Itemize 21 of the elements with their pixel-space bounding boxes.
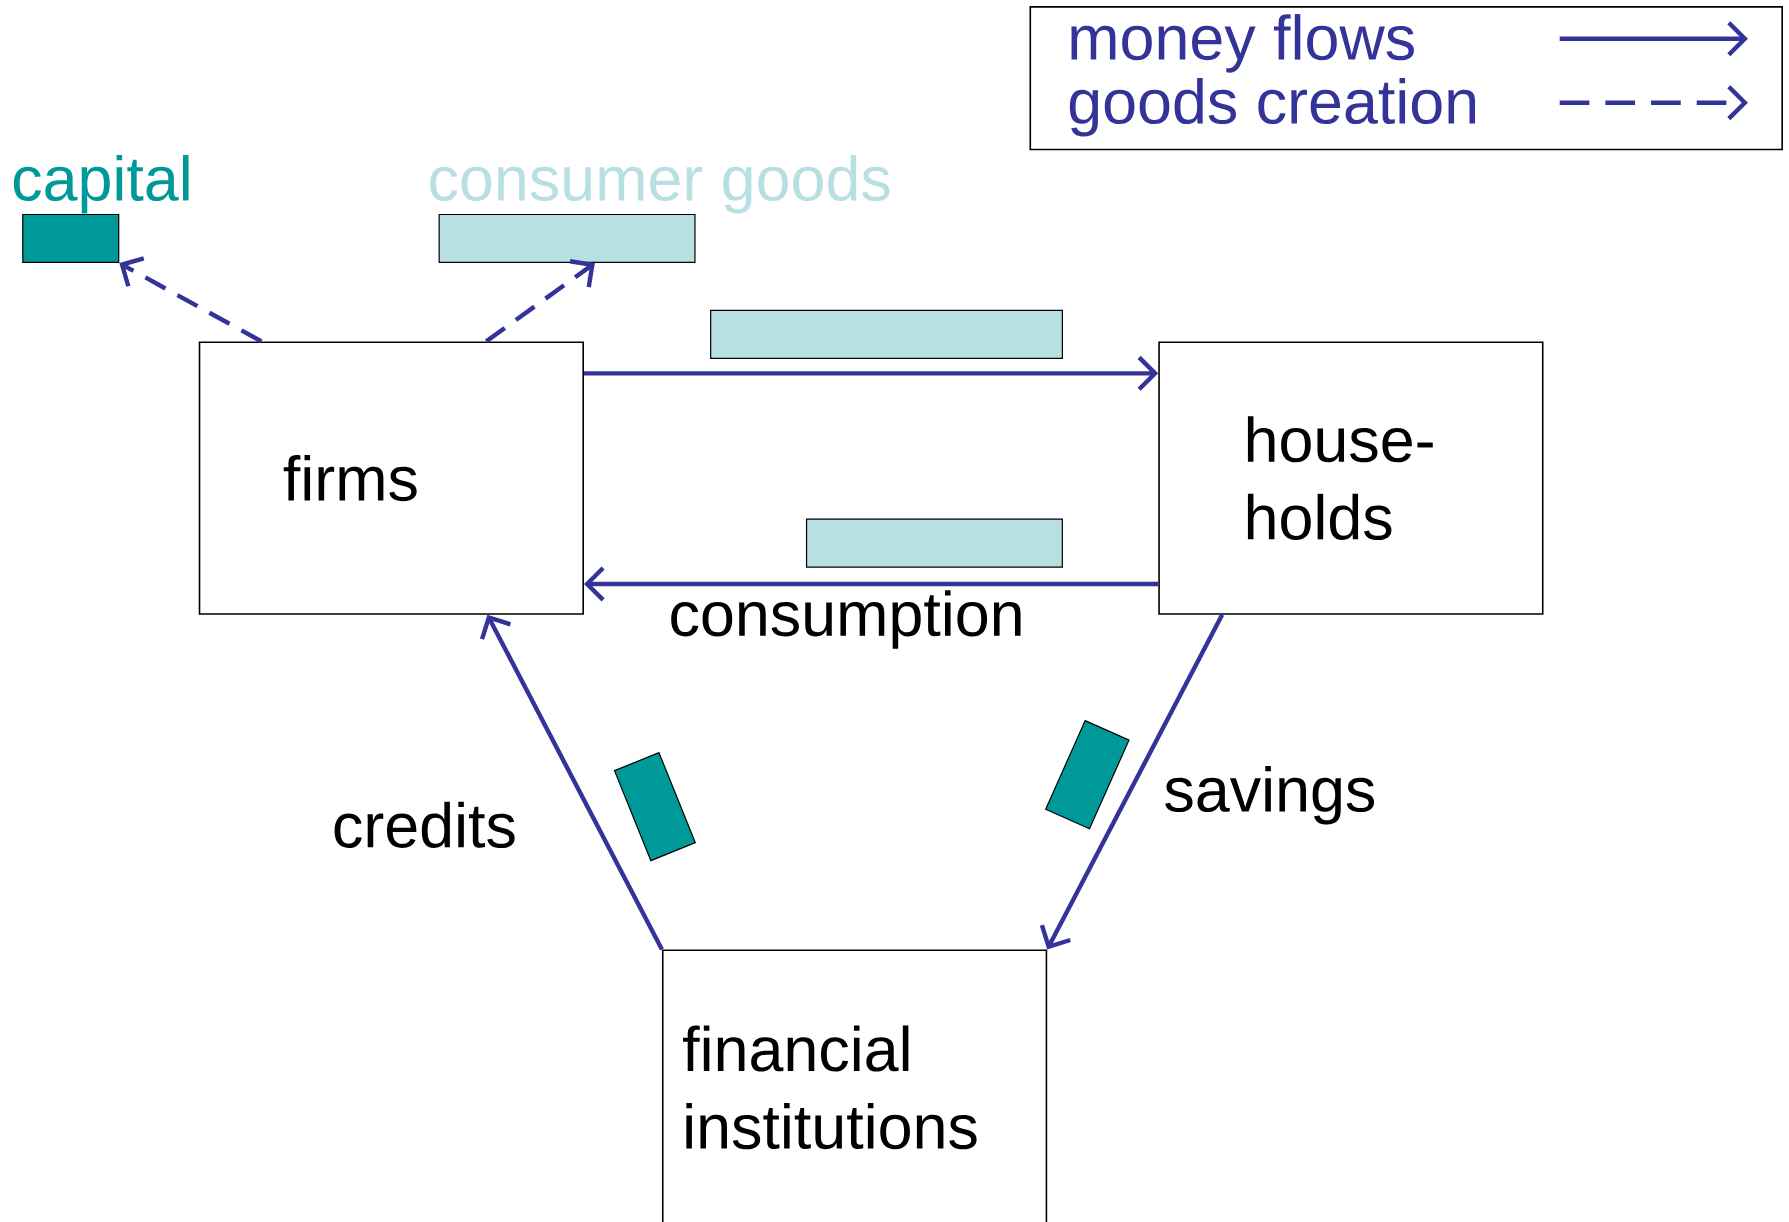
category-box: capital xyxy=(13,154,189,264)
process-box: firms xyxy=(198,341,584,615)
flow-box xyxy=(710,309,1063,359)
edge-label: credits xyxy=(329,799,519,850)
arrow xyxy=(584,566,1159,602)
legend-text: goods creation xyxy=(1069,78,1476,137)
legend-text: money flows xyxy=(1071,14,1414,73)
arrow xyxy=(479,614,664,951)
category-box: consumer goods xyxy=(430,154,890,264)
dashed-arrow xyxy=(484,259,595,344)
dashed-arrow xyxy=(119,256,263,344)
arrow xyxy=(1039,613,1225,950)
arrow xyxy=(584,355,1159,391)
flow-box xyxy=(1044,719,1130,830)
node-label: capital xyxy=(13,154,189,214)
edge-label: consumption xyxy=(666,588,1027,651)
process-box: house- holds xyxy=(1158,341,1544,615)
flow-box xyxy=(805,518,1063,568)
process-box: financial institutions xyxy=(661,949,1048,1222)
node-label: consumer goods xyxy=(430,154,890,214)
edge-label: savings xyxy=(1161,764,1379,827)
